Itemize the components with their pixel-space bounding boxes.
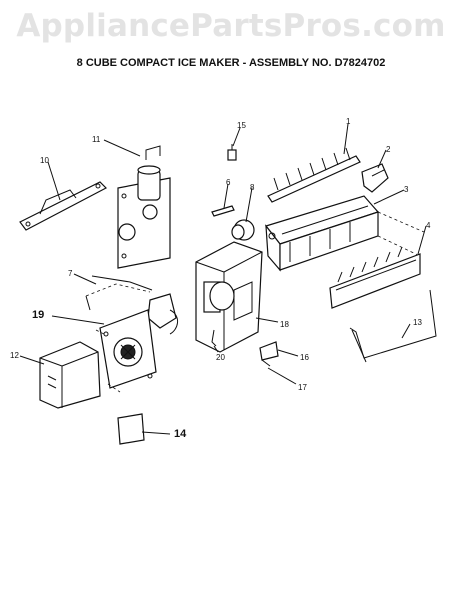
callout-4: 4 [426,221,431,230]
part-1-ejector [267,147,361,203]
leader-4 [417,225,427,255]
callout-19: 19 [32,309,44,321]
callout-14: 14 [174,428,187,440]
part-6-shaft [211,205,235,217]
part-12-front-cover [39,341,101,409]
leader-10 [47,161,61,201]
leader-11 [103,139,141,157]
leader-17 [267,367,297,385]
callout-15: 15 [237,121,246,130]
leader-3 [373,189,405,205]
part-13-shutoff-arm [349,289,437,363]
leader-16 [277,349,299,357]
mounting-plate [95,309,157,393]
part-15-screw [227,144,237,161]
part-3-mold [264,195,380,272]
leader-20 [213,345,219,353]
callout-20: 20 [216,353,225,362]
leader-14 [141,431,171,435]
part-8-cam [231,219,255,241]
callout-11: 11 [92,135,101,144]
callout-12: 12 [10,351,19,360]
callout-1: 1 [346,117,351,126]
callout-3: 3 [404,185,409,194]
callout-7: 7 [68,269,73,278]
leader-13 [401,323,411,339]
callout-17: 17 [298,383,307,392]
callout-18: 18 [280,320,289,329]
part-20-clip [211,329,217,347]
leader-6 [223,183,229,209]
part-11-water-valve [117,145,171,269]
part-4-cover [329,246,421,309]
part-2-stripper [361,163,389,193]
leader-12 [19,355,45,365]
callout-6: 6 [226,178,231,187]
assembly-dash-line [377,211,425,257]
part-16-bracket [259,341,279,367]
diagram-title: 8 CUBE COMPACT ICE MAKER - ASSEMBLY NO. … [76,57,386,69]
leader-7 [73,273,97,285]
callout-8: 8 [250,183,255,192]
leader-1 [343,123,349,155]
watermark: AppliancePartsPros.com [16,8,446,44]
callout-16: 16 [300,353,309,362]
callout-10: 10 [40,156,49,165]
callout-13: 13 [413,318,422,327]
part-7-wire-harness [85,275,153,311]
leader-15 [232,127,241,147]
part-19-motor [147,293,178,335]
leader-19 [51,315,105,325]
part-10-bracket [19,181,108,231]
callout-2: 2 [386,145,391,154]
leader-18 [255,317,279,323]
part-18-housing [195,241,263,353]
leader-2 [377,149,387,169]
leader-8 [245,187,253,223]
part-14-label [117,413,145,445]
